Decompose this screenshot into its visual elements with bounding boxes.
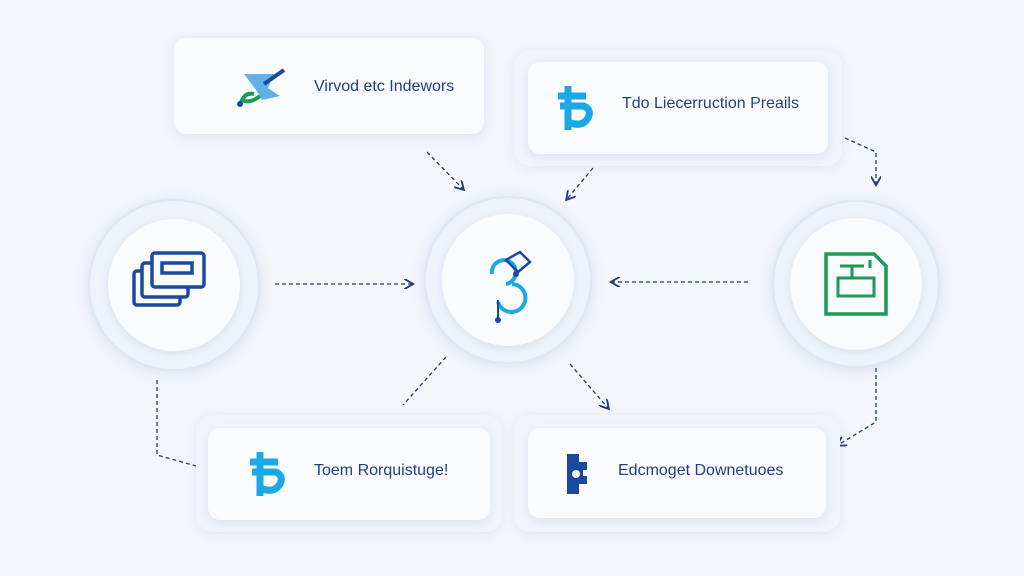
document-form-icon bbox=[824, 252, 888, 316]
node-bottom-left[interactable]: Toem Rorquistuge! bbox=[208, 428, 490, 520]
arrow-topright-to-center bbox=[567, 167, 594, 199]
wrench-leaf-icon bbox=[237, 68, 286, 107]
arrow-center-to-bottomright bbox=[569, 363, 608, 408]
node-top-right[interactable]: Tdo Liecerruction Preails bbox=[528, 62, 828, 154]
circle-left[interactable] bbox=[88, 199, 260, 371]
circle-center[interactable] bbox=[424, 196, 592, 364]
node-top-left[interactable]: Virvod etc Indewors bbox=[174, 38, 484, 134]
circle-right[interactable] bbox=[772, 200, 940, 368]
node-bottom-right[interactable]: Edcmoget Downetuoes bbox=[528, 428, 826, 518]
arrow-right-to-bottomright bbox=[838, 368, 877, 445]
puzzle-icon bbox=[567, 454, 587, 494]
dollar-glyph-icon bbox=[558, 86, 593, 130]
arrow-topleft-to-center bbox=[426, 151, 463, 189]
node-label: Edcmoget Downetuoes bbox=[618, 462, 784, 479]
node-label: Toem Rorquistuge! bbox=[314, 462, 449, 479]
dollar-glyph-icon bbox=[250, 452, 285, 496]
line-center-to-bottomleft bbox=[402, 356, 447, 406]
network-hub-icon bbox=[489, 250, 532, 323]
line-left-to-bottomleft bbox=[156, 380, 197, 467]
arrow-topright-to-right bbox=[844, 137, 876, 184]
node-label: Tdo Liecerruction Preails bbox=[622, 95, 799, 112]
stacked-cards-icon bbox=[132, 251, 206, 307]
node-label: Virvod etc Indewors bbox=[314, 78, 455, 95]
